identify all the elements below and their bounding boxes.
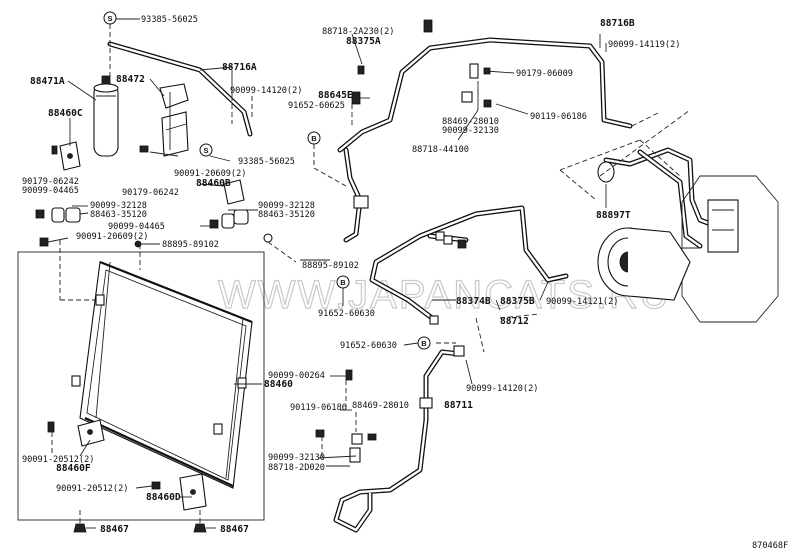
bracket-88472[interactable] (159, 83, 189, 157)
cushion-88463-b[interactable] (221, 209, 249, 229)
label-88472: 88472 (116, 74, 145, 85)
label-90091-20512-a: 90091-20512(2) (22, 455, 94, 465)
label-88460B: 88460B (196, 178, 231, 189)
label-88467-a: 88467 (100, 524, 129, 535)
bracket-88460B[interactable] (223, 179, 245, 205)
label-93385-56025-top: 93385-56025 (141, 15, 198, 25)
bracket-88460F[interactable] (77, 419, 105, 447)
label-90099-32130-a: 90099-32130 (442, 126, 499, 136)
compressor-88897T[interactable] (597, 161, 779, 323)
label-88718-2D020: 88718-2D020 (268, 463, 325, 473)
watermark: WWW.JAPANCATS.RU (218, 273, 671, 317)
label-88716A: 88716A (222, 62, 257, 73)
label-88375B: 88375B (500, 296, 535, 307)
label-90091-20609-a: 90091-20609(2) (174, 169, 246, 179)
label-91652-60625: 91652-60625 (288, 101, 345, 111)
condenser-frame (17, 251, 265, 521)
marker-b-3: B (421, 339, 427, 348)
label-90179-06242-b: 90179-06242 (122, 188, 179, 198)
label-93385-56025-b: 93385-56025 (238, 157, 295, 167)
diagram-id: 870468F (752, 541, 788, 551)
label-90099-04465-a: 90099-04465 (22, 186, 79, 196)
label-90179-06242-a: 90179-06242 (22, 177, 79, 187)
label-90099-32128-a: 90099-32128 (90, 201, 147, 211)
label-90099-14120-b: 90099-14120(2) (466, 384, 538, 394)
label-88460D: 88460D (146, 492, 181, 503)
label-88460F: 88460F (56, 463, 91, 474)
cushion-88463-a[interactable] (51, 207, 81, 223)
bracket-88460C[interactable] (59, 141, 81, 171)
bracket-88460D[interactable] (179, 473, 207, 511)
compressor-frame (559, 109, 691, 201)
label-90119-06186-a: 90119-06186 (530, 112, 587, 122)
label-88460: 88460 (264, 379, 293, 390)
part-labels: 93385-56025 88471A 88472 88716A 90099-14… (22, 15, 788, 551)
fasteners: S S (35, 11, 492, 533)
marker-b-1: B (311, 134, 317, 143)
label-88897T: 88897T (596, 210, 631, 221)
label-90099-14119: 90099-14119(2) (608, 40, 680, 50)
label-88375A: 88375A (346, 36, 381, 47)
label-88463-35120-a: 88463-35120 (90, 210, 147, 220)
label-90119-06186-b: 90119-06186 (290, 403, 347, 413)
label-90099-14120-a: 90099-14120(2) (230, 86, 302, 96)
label-90179-06009: 90179-06009 (516, 69, 573, 79)
label-88718-44100: 88718-44100 (412, 145, 469, 155)
label-88718-2A230: 88718-2A230(2) (322, 27, 394, 37)
label-91652-60630-b: 91652-60630 (340, 341, 397, 351)
label-90091-20512-b: 90091-20512(2) (56, 484, 128, 494)
marker-s-mid: S (203, 146, 208, 155)
leader-lines (47, 18, 661, 529)
label-88460C: 88460C (48, 108, 83, 119)
label-90099-32130-b: 90099-32130 (268, 453, 325, 463)
marker-s-top: S (107, 14, 112, 23)
label-90099-14121: 90099-14121(2) (546, 297, 618, 307)
label-88471A: 88471A (30, 76, 65, 87)
label-88895-89102-a: 88895-89102 (162, 240, 219, 250)
pipes (107, 37, 719, 533)
label-88467-b: 88467 (220, 524, 249, 535)
marker-b-2: B (340, 278, 346, 287)
label-90099-04465-b: 90099-04465 (108, 222, 165, 232)
label-88712: 88712 (500, 316, 529, 327)
label-90099-32128-b: 90099-32128 (258, 201, 315, 211)
receiver-88471A[interactable] (93, 75, 119, 157)
label-90099-00264: 90099-00264 (268, 371, 325, 381)
label-91652-60630-a: 91652-60630 (318, 309, 375, 319)
fittings (349, 63, 479, 463)
label-88463-35120-b: 88463-35120 (258, 210, 315, 220)
label-88711: 88711 (444, 400, 473, 411)
label-88469-28010-b: 88469-28010 (352, 401, 409, 411)
label-88895-89102-b: 88895-89102 (302, 261, 359, 271)
label-88374B: 88374B (456, 296, 491, 307)
label-90091-20609-b: 90091-20609(2) (76, 232, 148, 242)
label-88645E: 88645E (318, 90, 353, 101)
label-88716B: 88716B (600, 18, 635, 29)
label-88469-28010-a: 88469-28010 (442, 117, 499, 127)
